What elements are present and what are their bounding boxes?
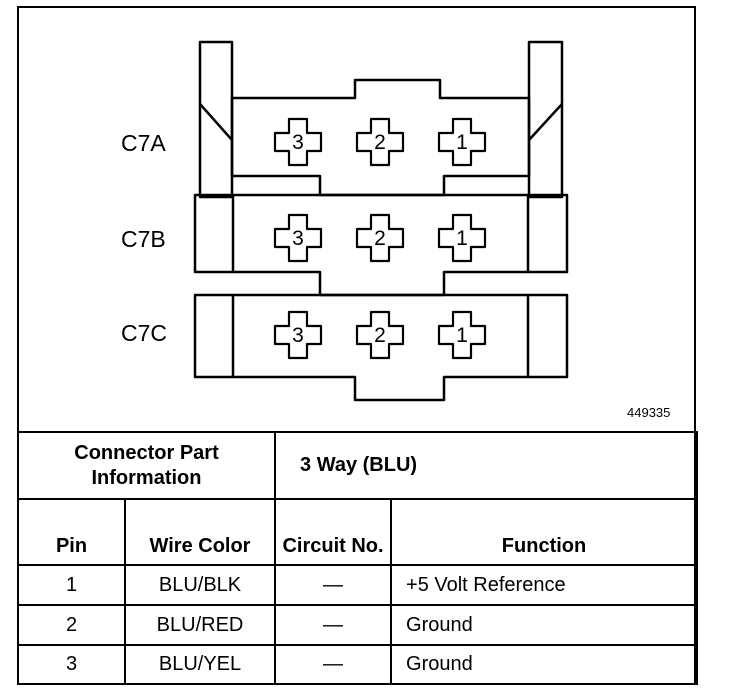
pin-number: 2 [374, 131, 386, 154]
part-info-row: Connector Part Information 3 Way (BLU) [16, 431, 699, 500]
header-pin: Pin [17, 498, 126, 566]
left-latch [198, 40, 234, 199]
pin-number: 2 [374, 324, 386, 347]
row-function: Ground [390, 644, 699, 685]
pin-number: 1 [456, 324, 468, 347]
pin-cavity [355, 213, 405, 263]
connector-label-c7c: C7C [121, 320, 167, 346]
c7c-edges [231, 295, 530, 377]
table-row: 2 BLU/RED — Ground [17, 604, 699, 646]
row-function: +5 Volt Reference [390, 564, 699, 606]
table-row: 3 BLU/YEL — Ground [17, 644, 699, 685]
c7c-body [193, 293, 569, 402]
pin-cavity [437, 213, 487, 263]
pin-number: 3 [292, 131, 304, 154]
row-wire-color: BLU/YEL [123, 644, 277, 685]
right-latch [527, 40, 564, 199]
c7b-edges [231, 195, 530, 272]
pin-number: 3 [292, 324, 304, 347]
row-pin: 1 [17, 564, 126, 606]
part-info-value: 3 Way (BLU) [274, 431, 699, 500]
pin-number: 1 [456, 131, 468, 154]
pin-cavity [437, 310, 487, 360]
header-wire-color: Wire Color [123, 498, 277, 566]
header-function: Function [390, 498, 699, 566]
pin-cavity [273, 310, 323, 360]
pin-cavity [355, 310, 405, 360]
table-row: 1 BLU/BLK — +5 Volt Reference [17, 564, 699, 606]
pin-number: 3 [292, 227, 304, 250]
row-wire-color: BLU/BLK [123, 564, 277, 606]
row-pin: 2 [17, 604, 126, 646]
figure-number: 449335 [627, 405, 670, 420]
connector-label-c7a: C7A [121, 130, 166, 156]
pin-cavity [273, 117, 323, 167]
connector-info-table: Connector Part Information 3 Way (BLU) P… [16, 431, 699, 685]
header-circuit-no: Circuit No. [274, 498, 393, 566]
left-latch-bevel [199, 103, 233, 141]
header-row: Pin Wire Color Circuit No. Function [17, 498, 699, 566]
row-function: Ground [390, 604, 699, 646]
right-latch-bevel [528, 103, 563, 141]
c7a-body [230, 78, 531, 197]
row-circuit: — [274, 604, 393, 646]
row-circuit: — [274, 644, 393, 685]
row-pin: 3 [17, 644, 126, 685]
pin-number: 1 [456, 227, 468, 250]
row-wire-color: BLU/RED [123, 604, 277, 646]
part-info-label: Connector Part Information [16, 431, 277, 500]
diagram-frame [17, 6, 696, 685]
pin-cavity [437, 117, 487, 167]
row-circuit: — [274, 564, 393, 606]
pin-cavity [273, 213, 323, 263]
pin-number: 2 [374, 227, 386, 250]
connector-label-c7b: C7B [121, 226, 166, 252]
pin-cavity [355, 117, 405, 167]
